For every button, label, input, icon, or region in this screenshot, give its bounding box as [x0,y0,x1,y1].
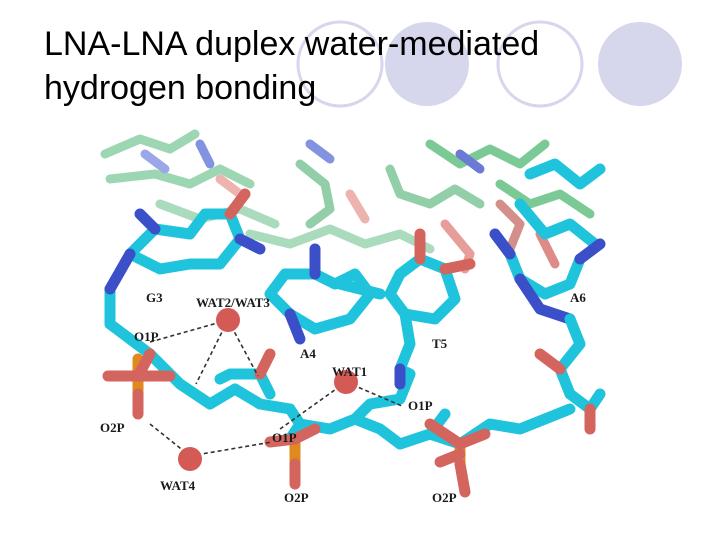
water-wat4 [178,447,202,471]
label-wat4: WAT4 [160,478,196,493]
deco-circle-2 [385,22,469,106]
phosphate-groups [102,348,491,498]
label-a4: A4 [300,346,316,361]
label-o2p-left: O2P [100,420,125,435]
label-a6: A6 [570,290,586,305]
label-t5: T5 [432,336,448,351]
water-molecules [178,308,358,471]
title-line-1: LNA-LNA duplex water-mediated [44,25,540,63]
slide-title: LNA-LNA duplex water-mediated hydrogen b… [44,22,604,110]
molecular-structure-figure: G3 WAT2/WAT3 A4 T5 A6 WAT1 WAT4 O1P O2P … [100,124,606,512]
water-wat2-wat3 [216,308,240,332]
background-green-strand [100,129,595,274]
label-wat1: WAT1 [332,364,367,379]
figure-labels: G3 WAT2/WAT3 A4 T5 A6 WAT1 WAT4 O1P O2P … [100,290,586,505]
label-o2p-bottom-right: O2P [432,490,457,505]
title-line-2: hydrogen bonding [44,69,317,107]
deco-circle-3 [496,20,584,108]
label-o1p-right: O1P [408,398,433,413]
label-g3: G3 [146,290,163,305]
water-wat1 [334,370,358,394]
deco-circle-1 [296,20,384,108]
label-o1p-center: O1P [272,430,297,445]
deco-circle-4 [598,22,682,106]
label-wat2-wat3: WAT2/WAT3 [196,295,270,310]
a6-strand [489,158,606,435]
label-o2p-bottom-center: O2P [284,490,309,505]
label-o1p-left: O1P [134,329,159,344]
